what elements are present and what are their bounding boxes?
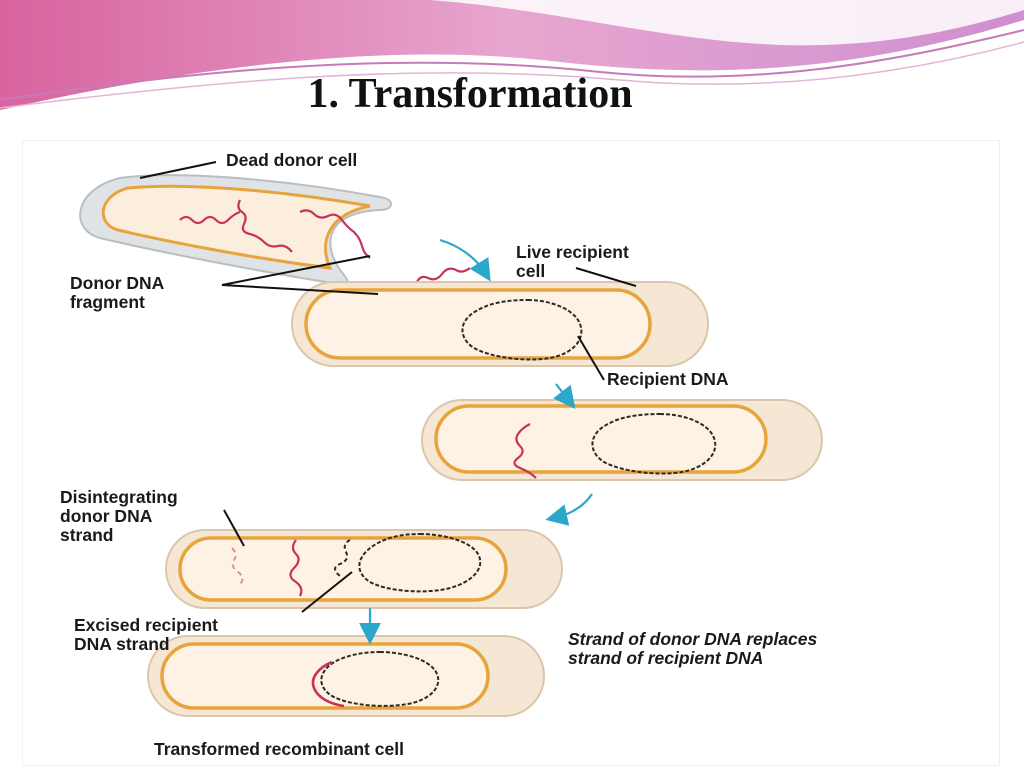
recombinant-dna-circle <box>320 650 440 707</box>
donor-dna-strand-cell-3 <box>289 539 303 597</box>
label-donor-dna-fragment: Donor DNA fragment <box>70 274 164 312</box>
arrow-to-stage-2 <box>553 383 576 409</box>
leader-dead-donor <box>139 161 217 179</box>
disintegrating-donor-dna <box>231 547 244 585</box>
leader-lines <box>139 161 637 613</box>
header-wave-white <box>430 0 1024 46</box>
label-transformed-cell-text: Transformed recombinant cell <box>154 739 404 759</box>
transformed-recombinant-cell <box>147 635 545 717</box>
header-wave-line <box>0 29 1024 101</box>
label-replaces-line1: Strand of donor DNA replaces <box>568 629 818 649</box>
recipient-dna-circle-2 <box>591 412 717 475</box>
arrow-to-stage-3 <box>545 493 593 526</box>
arrow-to-live-cell <box>439 238 491 282</box>
donor-dna-fragments-dead-cell <box>179 199 371 259</box>
recipient-dna-circle-1 <box>461 298 583 361</box>
header-wave-line-2 <box>0 41 1024 109</box>
label-dead-donor-cell-text: Dead donor cell <box>226 150 358 170</box>
recipient-cell-stage-3 <box>165 529 563 609</box>
label-disintegrating-line3: strand <box>60 525 114 545</box>
label-dead-donor-cell: Dead donor cell <box>226 151 357 170</box>
leader-recipient-dna <box>577 335 605 381</box>
process-arrows <box>359 238 593 645</box>
leader-donor-fragment-a <box>221 255 371 286</box>
label-disintegrating-line1: Disintegrating <box>60 487 178 507</box>
label-excised-recipient-dna: Excised recipient DNA strand <box>74 616 218 654</box>
label-disintegrating-line2: donor DNA <box>60 506 153 526</box>
recipient-dna-circle-3 <box>358 532 482 593</box>
label-live-recipient-line1: Live recipient <box>516 242 629 262</box>
dead-donor-cell <box>79 174 392 287</box>
label-strand-replacement: Strand of donor DNA replaces strand of r… <box>568 630 817 668</box>
donor-dna-in-cell-2 <box>513 423 537 479</box>
label-excised-line2: DNA strand <box>74 634 170 654</box>
live-recipient-cell <box>291 281 709 367</box>
label-live-recipient-line2: cell <box>516 261 546 281</box>
donor-dna-segment-in-recombinant <box>311 660 345 708</box>
label-donor-dna-fragment-line2: fragment <box>70 292 145 312</box>
leader-excised <box>301 571 353 613</box>
label-replaces-line2: strand of recipient DNA <box>568 648 764 668</box>
slide-title: 1. Transformation <box>307 71 633 117</box>
label-recipient-dna-text: Recipient DNA <box>607 369 729 389</box>
label-donor-dna-fragment-line1: Donor DNA <box>70 273 165 293</box>
recipient-cell-stage-2 <box>421 399 823 481</box>
leader-live-recipient <box>575 267 637 287</box>
label-disintegrating-donor-dna: Disintegrating donor DNA strand <box>60 488 178 545</box>
label-excised-line1: Excised recipient <box>74 615 218 635</box>
label-recipient-dna: Recipient DNA <box>607 370 729 389</box>
label-transformed-recombinant-cell: Transformed recombinant cell <box>154 740 404 759</box>
label-live-recipient-cell: Live recipient cell <box>516 243 629 281</box>
leader-donor-fragment-b <box>221 284 379 295</box>
leader-disintegrating <box>223 509 245 547</box>
excised-recipient-dna <box>334 539 351 577</box>
